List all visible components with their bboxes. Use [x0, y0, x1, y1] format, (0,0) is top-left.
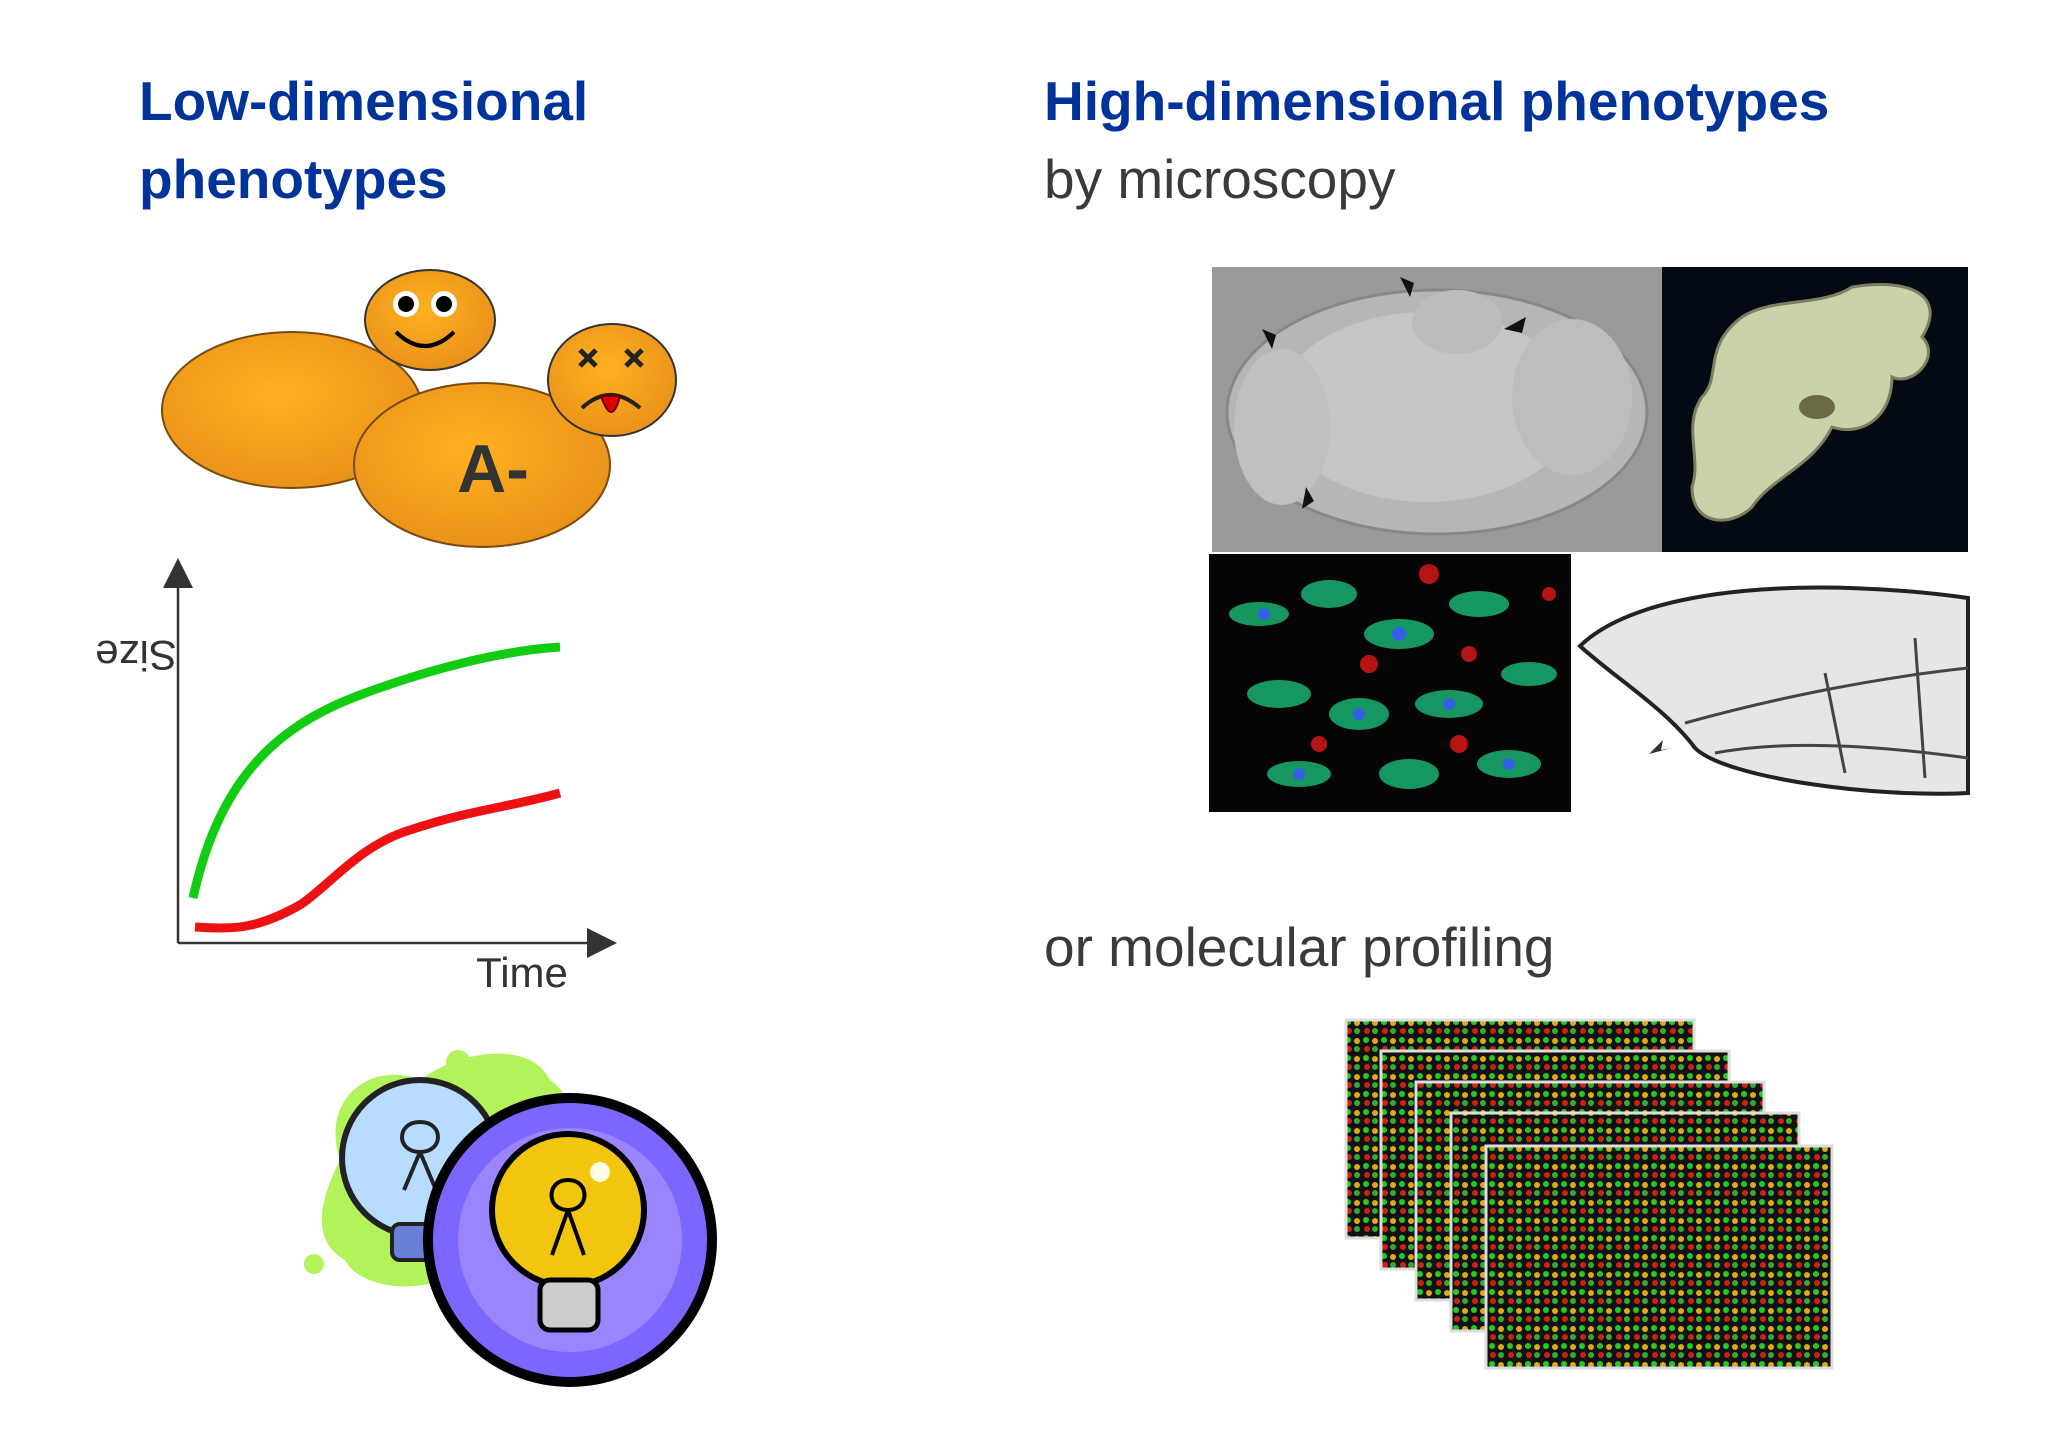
- right-subtitle: by microscopy: [1044, 148, 1396, 210]
- mutant-label: A-: [457, 431, 529, 507]
- microarray-stack-image: [1344, 1018, 1834, 1370]
- sick-face-icon: [547, 323, 677, 437]
- embryo-image: [1212, 267, 1662, 552]
- green-curve: [188, 642, 561, 899]
- mutant-cell: [353, 382, 611, 548]
- red-curve: [194, 788, 562, 933]
- x-axis-label: Time: [476, 949, 568, 996]
- planarian-image: [1662, 267, 1968, 552]
- molecular-label: or molecular profiling: [1044, 916, 1555, 978]
- cells-illustration: A-: [161, 269, 677, 548]
- fly-wing-image: [1577, 585, 1970, 796]
- lightbulb-idea-icon: [304, 1050, 717, 1387]
- y-axis-label: Size: [95, 632, 177, 679]
- yellow-bulb-badge-icon: [423, 1093, 717, 1387]
- right-title: High-dimensional phenotypes: [1044, 70, 1830, 132]
- growth-plot: Size Time: [95, 558, 617, 996]
- left-title: Low-dimensional phenotypes: [139, 70, 589, 210]
- happy-face-icon: [364, 269, 496, 371]
- fluorescent-cells-image: [1209, 554, 1571, 812]
